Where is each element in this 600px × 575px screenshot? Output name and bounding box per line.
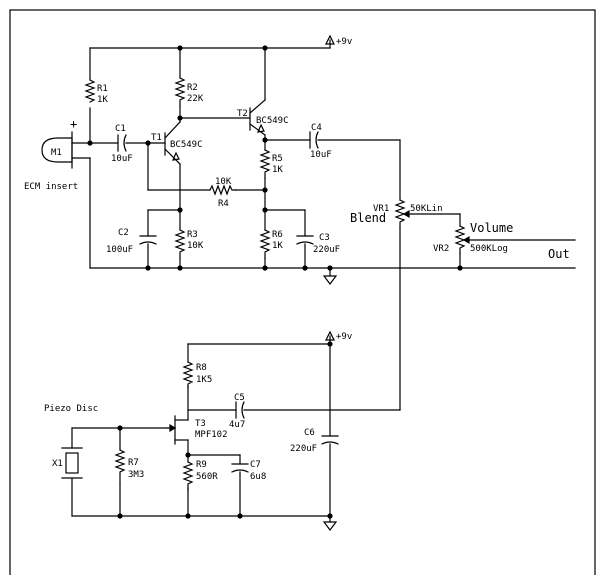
mic-name: ECM insert bbox=[24, 182, 78, 192]
top-junctions bbox=[87, 45, 463, 271]
t3-ref: T3 bbox=[195, 419, 206, 429]
vr2-ref: VR2 bbox=[433, 244, 449, 254]
t2-part: BC549C bbox=[256, 116, 289, 126]
r1-value: 1K bbox=[97, 95, 108, 105]
r4-ref: R4 bbox=[218, 199, 229, 209]
capacitor-c3 bbox=[296, 235, 314, 245]
resistor-r8 bbox=[182, 361, 194, 389]
c7-value: 6u8 bbox=[250, 472, 266, 482]
resistor-r7 bbox=[114, 449, 126, 485]
c2-value: 100uF bbox=[106, 245, 133, 255]
c5-ref: C5 bbox=[234, 393, 245, 403]
r8-value: 1K5 bbox=[196, 375, 212, 385]
piezo-x1 bbox=[61, 447, 83, 479]
c1-value: 10uF bbox=[111, 154, 133, 164]
r9-value: 560R bbox=[196, 472, 218, 482]
pot-vr2 bbox=[454, 225, 470, 255]
t3-part: MPF102 bbox=[195, 430, 228, 440]
c3-ref: C3 bbox=[319, 233, 330, 243]
r5-value: 1K bbox=[272, 165, 283, 175]
capacitor-c1 bbox=[117, 134, 127, 152]
r4-value: 10K bbox=[215, 177, 232, 187]
jfet-t3 bbox=[167, 415, 177, 445]
vr1-ref: VR1 bbox=[373, 204, 389, 214]
resistor-r1 bbox=[84, 79, 96, 103]
vr1-function: Blend bbox=[350, 211, 386, 225]
capacitor-c6 bbox=[321, 435, 339, 445]
capacitor-c7 bbox=[231, 463, 249, 473]
t1-part: BC549C bbox=[170, 140, 203, 150]
r6-ref: R6 bbox=[272, 230, 283, 240]
mic-polarity: + bbox=[70, 117, 77, 131]
r6-value: 1K bbox=[272, 241, 283, 251]
c4-ref: C4 bbox=[311, 123, 322, 133]
resistor-r3 bbox=[174, 229, 186, 259]
r5-ref: R5 bbox=[272, 154, 283, 164]
r9-ref: R9 bbox=[196, 460, 207, 470]
c6-ref: C6 bbox=[304, 428, 315, 438]
resistor-r2 bbox=[174, 77, 186, 107]
c2-ref: C2 bbox=[118, 228, 129, 238]
mic-ref: M1 bbox=[51, 148, 62, 158]
vr1-value: 50KLin bbox=[410, 204, 443, 214]
vr2-value: 500KLog bbox=[470, 244, 508, 254]
t1-ref: T1 bbox=[151, 133, 162, 143]
x1-ref: X1 bbox=[52, 459, 63, 469]
pot-vr1 bbox=[394, 199, 410, 229]
mic-m1 bbox=[41, 131, 73, 169]
r8-ref: R8 bbox=[196, 363, 207, 373]
piezo-name: Piezo Disc bbox=[44, 404, 98, 414]
resistor-r4 bbox=[209, 184, 237, 196]
r7-ref: R7 bbox=[128, 458, 139, 468]
capacitor-c4 bbox=[309, 131, 319, 149]
c7-ref: C7 bbox=[250, 460, 261, 470]
r2-value: 22K bbox=[187, 94, 204, 104]
top-section-wires bbox=[71, 34, 576, 411]
c1-ref: C1 bbox=[115, 124, 126, 134]
r1-ref: R1 bbox=[97, 84, 108, 94]
r3-value: 10K bbox=[187, 241, 204, 251]
vr2-function: Volume bbox=[470, 221, 513, 235]
capacitor-c5 bbox=[235, 401, 245, 419]
r3-ref: R3 bbox=[187, 230, 198, 240]
supply-top-label: +9v bbox=[336, 37, 352, 47]
sheet-border bbox=[9, 9, 596, 575]
r2-ref: R2 bbox=[187, 83, 198, 93]
output-label: Out bbox=[548, 247, 570, 261]
c6-value: 220uF bbox=[290, 444, 317, 454]
capacitor-c2 bbox=[139, 235, 157, 245]
transistor-t2 bbox=[249, 99, 266, 136]
resistor-r9 bbox=[182, 461, 194, 491]
c3-value: 220uF bbox=[313, 245, 340, 255]
bottom-section-wires bbox=[71, 330, 401, 531]
c4-value: 10uF bbox=[310, 150, 332, 160]
c5-value: 4u7 bbox=[229, 420, 245, 430]
transistor-t1 bbox=[164, 121, 181, 165]
resistor-r6 bbox=[259, 229, 271, 259]
bottom-junctions bbox=[117, 341, 333, 519]
t2-ref: T2 bbox=[237, 109, 248, 119]
supply-bottom-label: +9v bbox=[336, 332, 352, 342]
r7-value: 3M3 bbox=[128, 470, 144, 480]
resistor-r5 bbox=[259, 149, 271, 179]
